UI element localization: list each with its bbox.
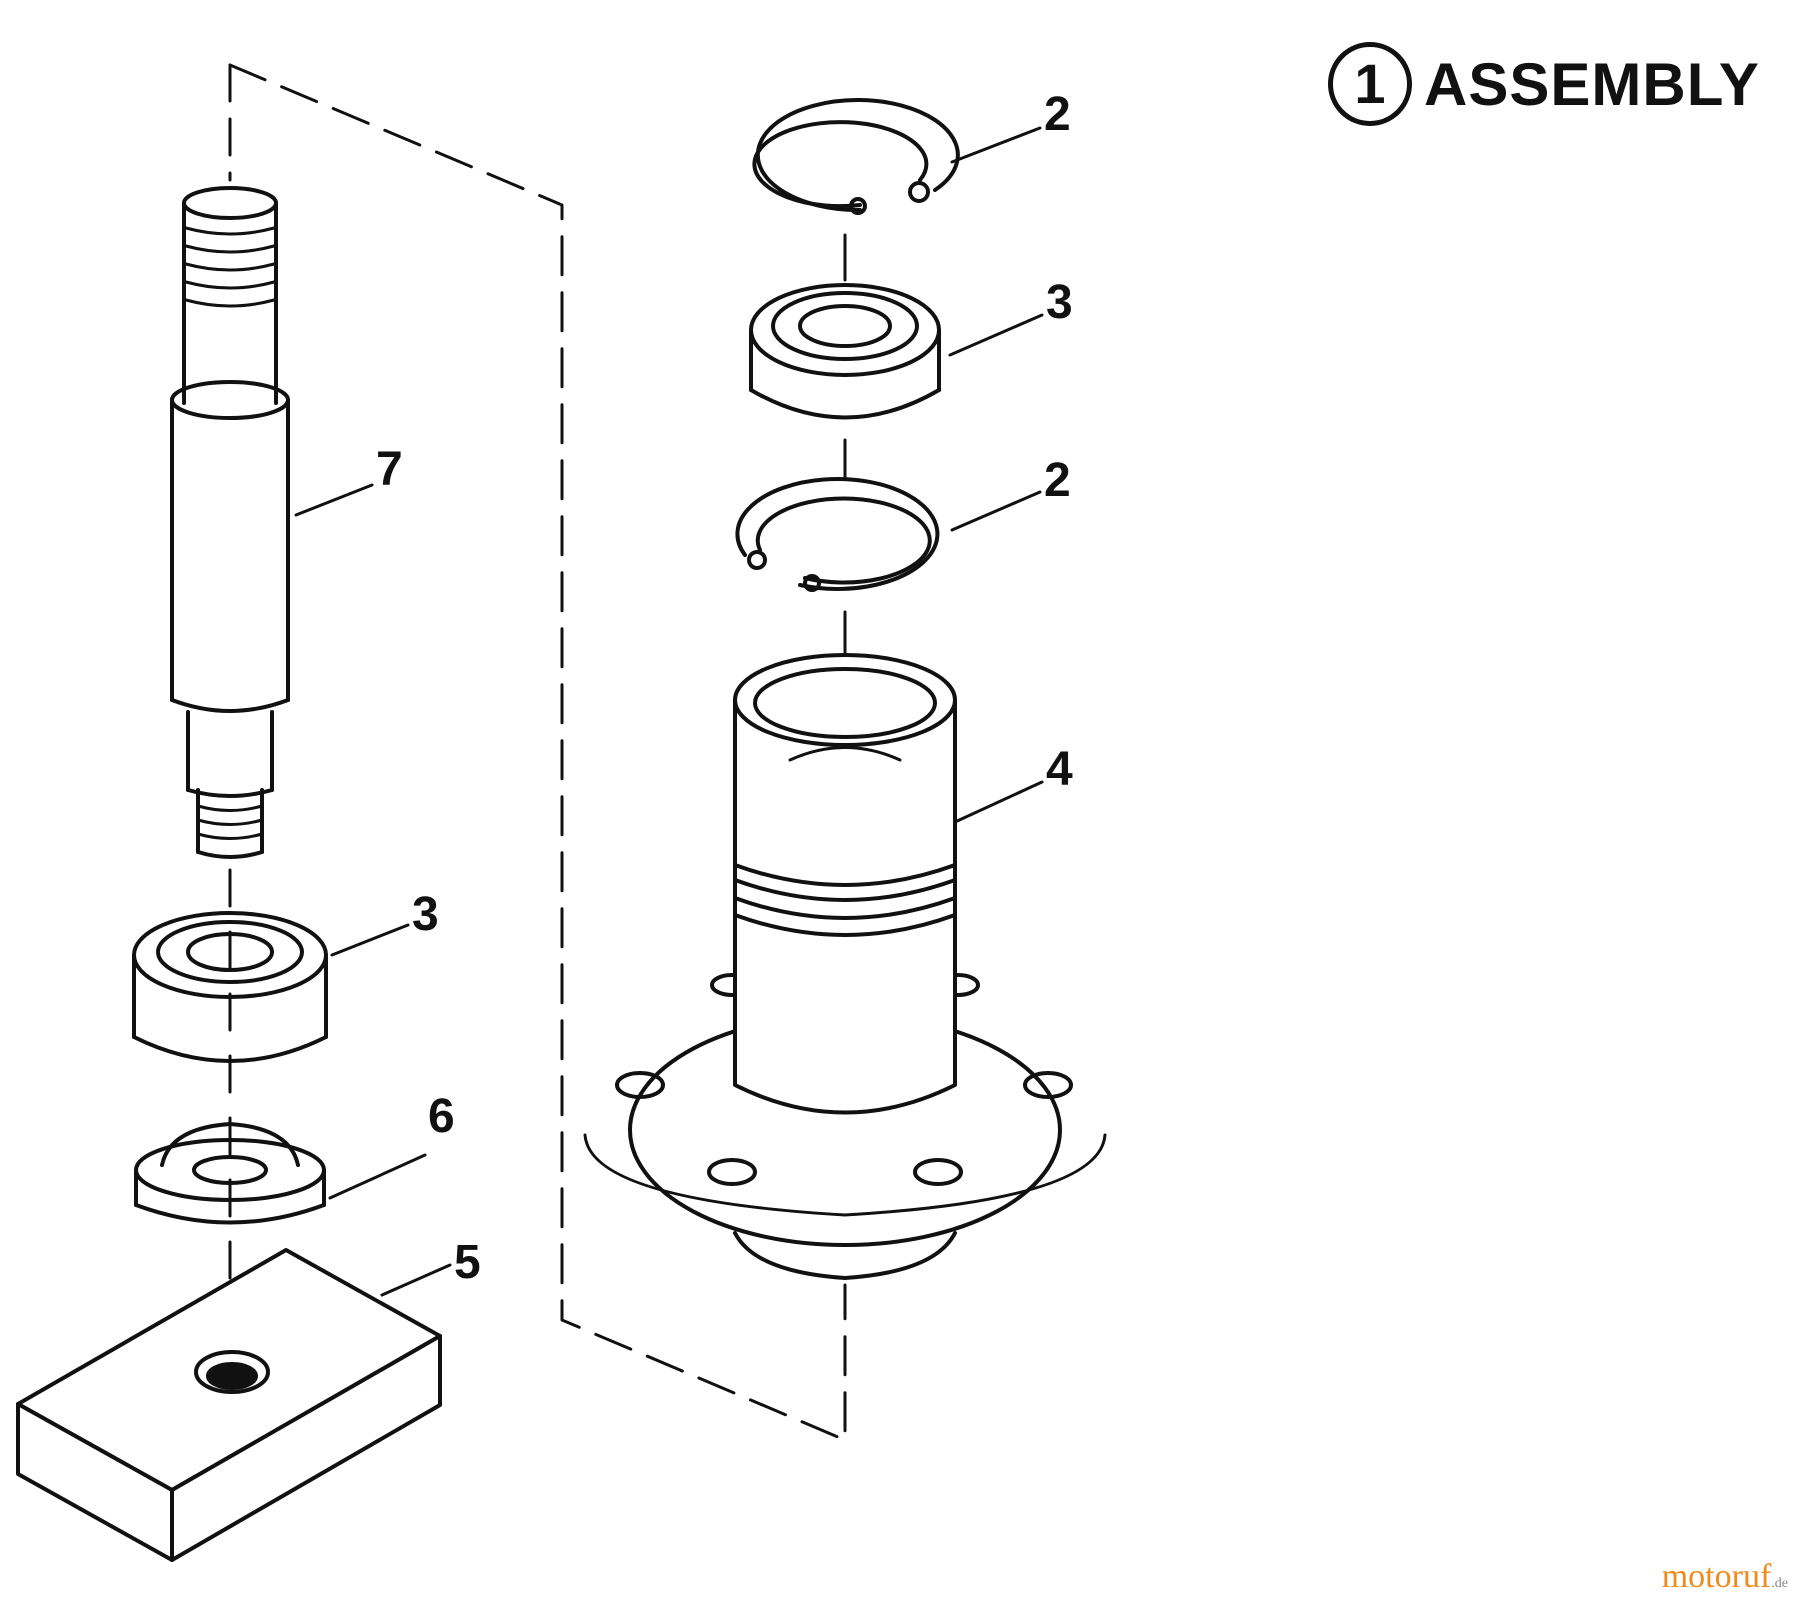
spindle-housing-part [583, 653, 1107, 1280]
callout-spindle-housing: 4 [1046, 743, 1073, 796]
watermark-logo: motoruf.de [1662, 1558, 1788, 1596]
callout-leaders [294, 126, 1044, 1297]
diagram-title: 1 ASSEMBLY [1328, 40, 1760, 128]
plate-part [16, 1248, 442, 1562]
callout-plate: 5 [454, 1236, 481, 1289]
callout-spacer: 6 [428, 1090, 455, 1143]
watermark-name: motoruf [1661, 1558, 1772, 1595]
watermark-tld: .de [1771, 1576, 1788, 1591]
callout-ring-lower: 2 [1044, 454, 1071, 507]
bearing-lower-part [132, 911, 328, 1063]
title-label: ASSEMBLY [1424, 50, 1760, 118]
shaft-part [170, 186, 290, 859]
assembly-guide-path [228, 63, 847, 1442]
callout-bearing-lower: 3 [412, 888, 439, 941]
callout-shaft: 7 [376, 443, 403, 496]
retaining-ring-top-part [752, 98, 960, 215]
callout-ring-top: 2 [1044, 88, 1071, 141]
spacer-part [134, 1122, 326, 1225]
callout-bearing-top: 3 [1046, 276, 1073, 329]
retaining-ring-lower-part [735, 477, 940, 592]
title-number: 1 [1354, 52, 1386, 115]
bearing-top-part [749, 283, 941, 420]
title-number-badge: 1 [1328, 42, 1412, 126]
